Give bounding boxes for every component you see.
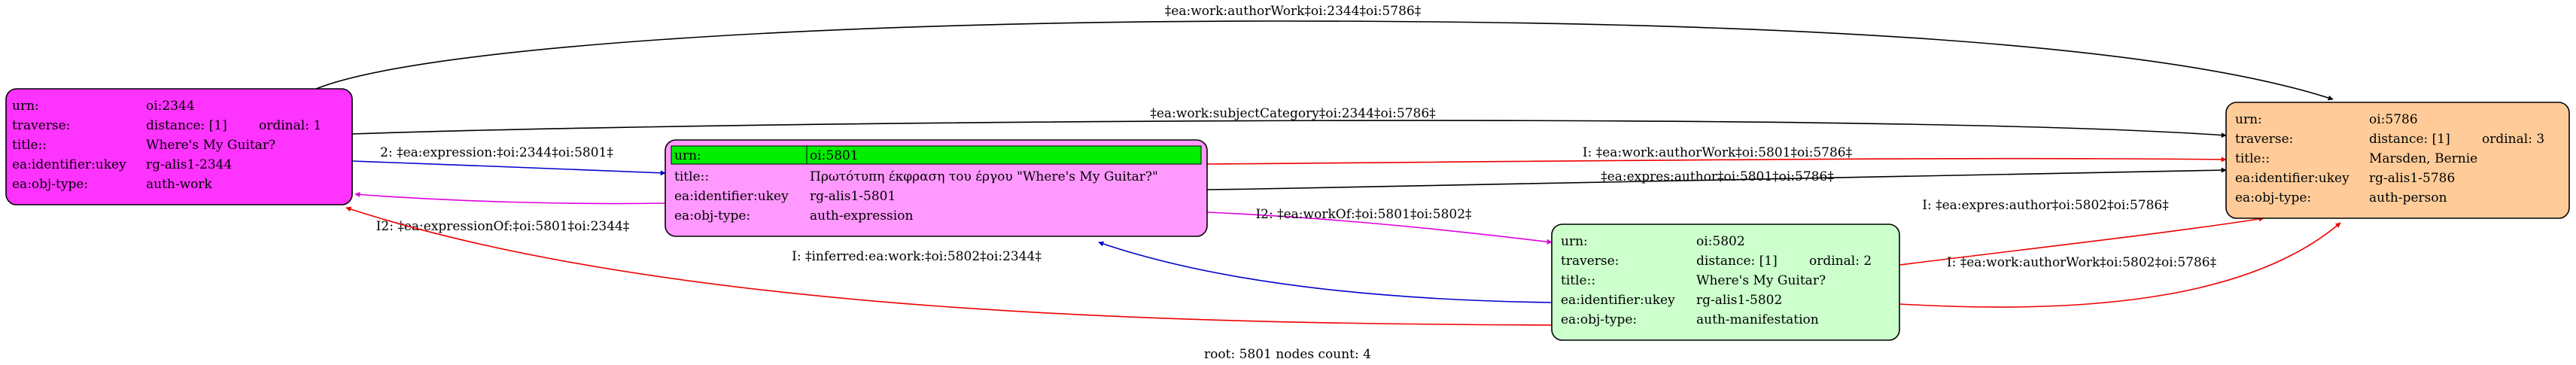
edge-manifestation-authorwork-person <box>1899 222 2341 308</box>
node-person-value-title: Marsden, Bernie <box>2369 151 2477 166</box>
node-manifestation-value-traverse: distance: [1] <box>1696 254 1778 269</box>
node-work-key-traverse: traverse: <box>12 118 70 133</box>
node-work-value-ukey: rg-alis1-2344 <box>146 157 232 172</box>
edge-work-expression <box>351 160 666 176</box>
node-manifestation-value-title: Where's My Guitar? <box>1696 273 1826 288</box>
node-work-value-objtype: auth-work <box>146 177 213 192</box>
node-person-box <box>2225 102 2570 219</box>
node-work-value-title: Where's My Guitar? <box>146 138 275 153</box>
node-manifestation-key-objtype: ea:obj-type: <box>1561 312 1637 327</box>
edge-label-work-subjectcategory-person: ‡ea:work:subjectCategory‡oi:2344‡oi:5786… <box>1150 106 1436 121</box>
node-work-ordinal: ordinal: 1 <box>259 118 321 133</box>
node-expression-key-ukey: ea:identifier:ukey <box>674 189 789 204</box>
node-manifestation-ordinal: ordinal: 2 <box>1809 254 1872 269</box>
edge-manifestation-work-expression <box>1098 241 1553 303</box>
edge-manifestation-author-person <box>1899 216 2264 266</box>
edge-label-expression-authorwork-person: I: ‡ea:work:authorWork‡oi:5801‡oi:5786‡ <box>1583 145 1853 160</box>
node-work-box <box>5 88 353 205</box>
edge-label-expression-author-person: ‡ea:expres:author‡oi:5801‡oi:5786‡ <box>1601 169 1834 184</box>
node-manifestation[interactable]: urn: oi:5802 traverse: distance: [1] ord… <box>1551 224 1900 341</box>
edge-expression-expressionof-work <box>354 192 666 205</box>
edge-label-work-expression: 2: ‡ea:expression:‡oi:2344‡oi:5801‡ <box>380 145 613 160</box>
node-expression-key-urn: urn: <box>674 148 701 163</box>
node-work-key-title: title:: <box>12 138 47 153</box>
edge-label-manifestation-authorwork-person: I: ‡ea:work:authorWork‡oi:5802‡oi:5786‡ <box>1947 255 2217 270</box>
edge-manifestation-inferred-work <box>345 206 1553 326</box>
node-expression-value-urn: oi:5801 <box>810 148 859 163</box>
edge-work-subjectcategory-person <box>351 120 2227 138</box>
node-manifestation-key-traverse: traverse: <box>1561 254 1619 269</box>
node-work-key-urn: urn: <box>12 99 39 114</box>
node-work[interactable]: urn: oi:2344 traverse: distance: [1] ord… <box>5 88 353 205</box>
node-person-ordinal: ordinal: 3 <box>2482 132 2544 147</box>
node-manifestation-box <box>1551 224 1900 341</box>
node-expression-key-objtype: ea:obj-type: <box>674 208 750 224</box>
node-expression-value-title: Πρωτότυπη έκφραση του έργου "Where's My … <box>810 169 1158 184</box>
node-expression-root-highlight <box>671 145 1202 165</box>
node-person-key-objtype: ea:obj-type: <box>2235 190 2311 205</box>
edge-expression-authorwork-person <box>1206 157 2227 165</box>
node-person-key-urn: urn: <box>2235 112 2262 127</box>
edge-label-work-authorwork-person: ‡ea:work:authorWork‡oi:2344‡oi:5786‡ <box>1165 4 1422 19</box>
node-person[interactable]: urn: oi:5786 traverse: distance: [1] ord… <box>2225 102 2570 219</box>
node-person-value-ukey: rg-alis1-5786 <box>2369 171 2455 186</box>
node-manifestation-key-title: title:: <box>1561 273 1595 288</box>
node-person-value-urn: oi:5786 <box>2369 112 2418 127</box>
node-person-key-title: title:: <box>2235 151 2270 166</box>
node-person-value-traverse: distance: [1] <box>2369 132 2450 147</box>
node-person-key-traverse: traverse: <box>2235 132 2293 147</box>
edge-label-expression-workof-manifestation: I2: ‡ea:workOf:‡oi:5801‡oi:5802‡ <box>1255 207 1472 222</box>
node-person-key-ukey: ea:identifier:ukey <box>2235 171 2349 186</box>
node-manifestation-value-objtype: auth-manifestation <box>1696 312 1819 327</box>
node-manifestation-value-urn: oi:5802 <box>1696 234 1745 249</box>
node-work-key-objtype: ea:obj-type: <box>12 177 88 192</box>
node-work-key-ukey: ea:identifier:ukey <box>12 157 126 172</box>
node-expression[interactable]: urn: oi:5801 title:: Πρωτότυπη έκφραση τ… <box>665 139 1208 237</box>
node-manifestation-key-urn: urn: <box>1561 234 1588 249</box>
graph-footer: root: 5801 nodes count: 4 <box>1204 347 1371 362</box>
node-person-value-objtype: auth-person <box>2369 190 2447 205</box>
node-manifestation-value-ukey: rg-alis1-5802 <box>1696 293 1782 308</box>
edge-label-expression-expressionof-work: I2: ‡ea:expressionOf:‡oi:5801‡oi:2344‡ <box>376 219 630 234</box>
edge-label-manifestation-author-person: I: ‡ea:expres:author‡oi:5802‡oi:5786‡ <box>1922 198 2169 213</box>
node-work-value-traverse: distance: [1] <box>146 118 227 133</box>
edge-work-authorwork-person <box>315 20 2334 101</box>
edge-expression-workof-manifestation <box>1206 211 1553 245</box>
node-manifestation-key-ukey: ea:identifier:ukey <box>1561 293 1675 308</box>
node-work-value-urn: oi:2344 <box>146 99 195 114</box>
edges: ‡ea:work:authorWork‡oi:2344‡oi:5786‡ ‡ea… <box>315 4 2341 326</box>
node-expression-value-ukey: rg-alis1-5801 <box>810 189 896 204</box>
node-expression-key-title: title:: <box>674 169 709 184</box>
edge-label-manifestation-inferred-work: I: ‡inferred:ea:work:‡oi:5802‡oi:2344‡ <box>792 249 1042 264</box>
node-expression-value-objtype: auth-expression <box>810 208 913 224</box>
